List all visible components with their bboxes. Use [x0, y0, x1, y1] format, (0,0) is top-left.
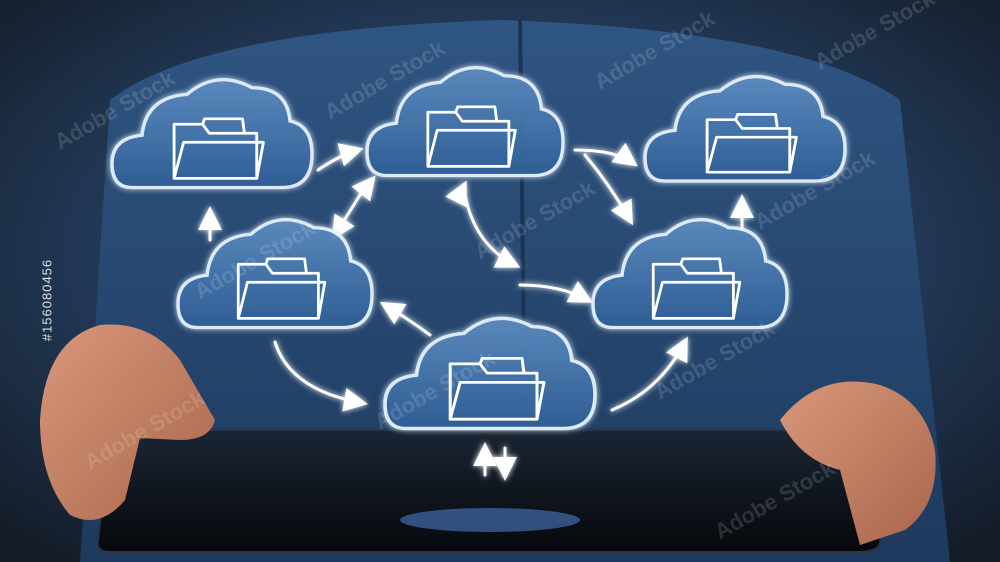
connection-arrows: [198, 142, 754, 481]
left-hand: [40, 324, 215, 520]
tablet: [96, 429, 892, 553]
tablet-screen-glow: [400, 508, 580, 532]
right-hand: [780, 381, 936, 545]
stock-image-id: #156080456: [39, 258, 55, 342]
